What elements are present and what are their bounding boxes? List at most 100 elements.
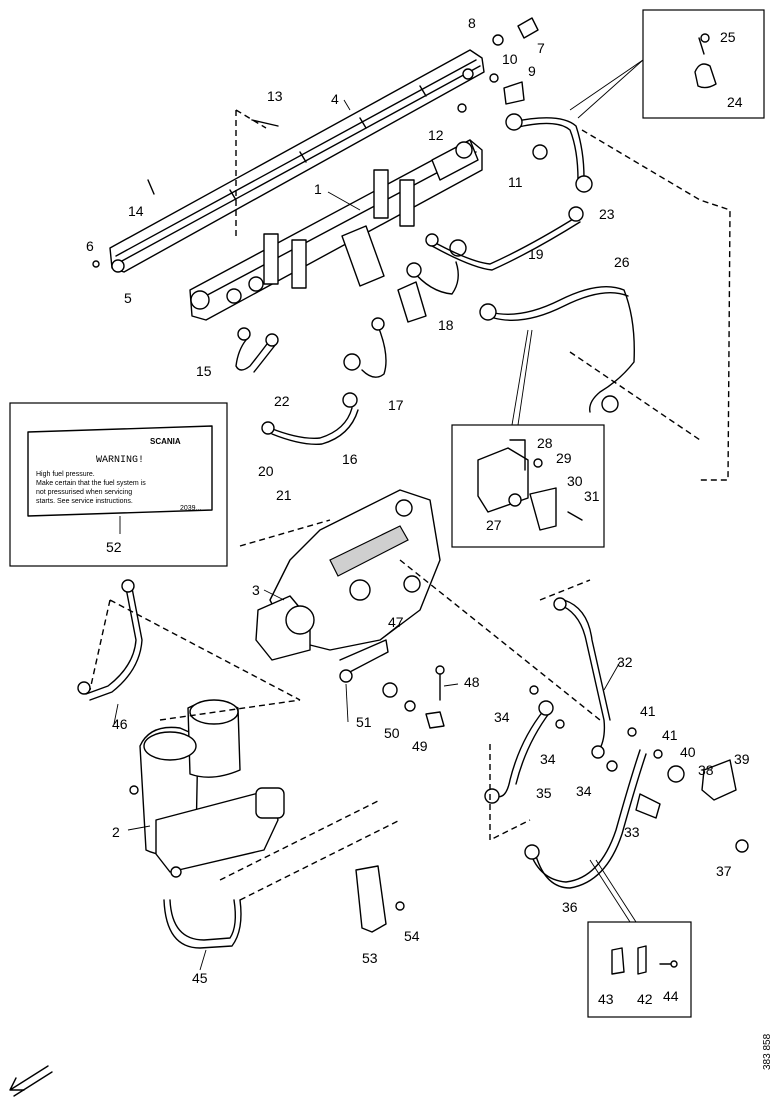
part-label-1: 1 (314, 181, 322, 197)
part-label-20: 20 (258, 463, 274, 479)
part-label-17: 17 (388, 397, 404, 413)
bracket-53 (355, 865, 405, 933)
part-label-11: 11 (508, 174, 523, 190)
part-label-42: 42 (637, 991, 653, 1007)
drawing-code: 383 858 (762, 1033, 773, 1070)
part-label-22: 22 (274, 393, 290, 409)
pipe-15 (235, 327, 279, 373)
stud-14 (147, 179, 155, 195)
inset-box-24-25 (569, 9, 765, 119)
part-label-45: 45 (192, 970, 208, 986)
part-label-36: 36 (562, 899, 578, 915)
part-label-52: 52 (106, 539, 122, 555)
manifold-pipe (189, 139, 483, 321)
part-label-18: 18 (438, 317, 454, 333)
part-label-34: 34 (494, 709, 510, 725)
part-label-43: 43 (598, 991, 614, 1007)
part-label-25: 25 (720, 29, 736, 45)
part-label-12: 12 (428, 127, 444, 143)
part-label-50: 50 (384, 725, 400, 741)
pipe-26 (479, 285, 635, 413)
part-label-40: 40 (680, 744, 696, 760)
part-label-53: 53 (362, 950, 378, 966)
pipe-45 (163, 899, 242, 949)
part-label-15: 15 (196, 363, 212, 379)
high-pressure-pump (255, 489, 441, 683)
part-label-10: 10 (502, 51, 518, 67)
part-labels: 1 2 3 4 5 6 7 8 9 10 11 12 13 14 15 16 1… (86, 15, 773, 1070)
warning-line-1: High fuel pressure. (36, 471, 95, 478)
bracket-dash-13 (235, 109, 267, 240)
part-label-5: 5 (124, 290, 132, 306)
hose-46 (77, 579, 143, 701)
part-label-24: 24 (727, 94, 743, 110)
pipe-19 (425, 206, 584, 271)
part-label-34c: 34 (576, 783, 592, 799)
part-label-47: 47 (388, 614, 404, 630)
mounting-hardware (382, 665, 445, 729)
part-label-35: 35 (536, 785, 552, 801)
part-label-41b: 41 (662, 727, 678, 743)
pipe-17 (343, 317, 387, 378)
part-label-16: 16 (342, 451, 358, 467)
part-label-26: 26 (614, 254, 630, 270)
part-label-2: 2 (112, 824, 120, 840)
fittings-7-12 (457, 17, 539, 113)
fuel-filter (129, 699, 285, 878)
pipe-23 (505, 113, 593, 193)
part-label-46: 46 (112, 716, 128, 732)
part-label-33: 33 (624, 824, 640, 840)
part-label-32: 32 (617, 654, 633, 670)
part-label-8: 8 (468, 15, 476, 31)
warning-label-box: SCANIA WARNING! High fuel pressure. Make… (9, 402, 228, 567)
warning-line-2: Make certain that the fuel system is (36, 480, 146, 487)
fittings-33-41 (529, 685, 749, 853)
bolt-13 (251, 119, 279, 127)
part-label-34b: 34 (540, 751, 556, 767)
inset-box-27-31 (451, 329, 605, 548)
part-label-39: 39 (734, 751, 750, 767)
part-label-7: 7 (537, 40, 545, 56)
part-label-19: 19 (528, 246, 544, 262)
part-label-37: 37 (716, 863, 732, 879)
pipe-32 (553, 597, 611, 759)
part-label-54: 54 (404, 928, 420, 944)
dash-3 (239, 519, 331, 547)
warning-code: 2039... (180, 505, 201, 512)
part-label-51: 51 (356, 714, 372, 730)
dash-lower-right (489, 579, 591, 842)
part-label-14: 14 (128, 203, 144, 219)
part-label-44: 44 (663, 988, 679, 1004)
pipe-16 (261, 392, 359, 445)
part-label-21: 21 (276, 487, 292, 503)
fuel-rail (92, 49, 485, 273)
warning-heading: WARNING! (96, 455, 144, 466)
return-dash (581, 129, 731, 481)
part-label-41: 41 (640, 703, 656, 719)
part-label-28: 28 (537, 435, 553, 451)
pipe-36 (524, 749, 647, 889)
dash-pump-right (399, 559, 601, 721)
part-label-23: 23 (599, 206, 615, 222)
part-label-30: 30 (567, 473, 583, 489)
part-label-48: 48 (464, 674, 480, 690)
filter-dash (89, 599, 401, 901)
part-label-38: 38 (698, 762, 714, 778)
part-label-4: 4 (331, 91, 339, 107)
part-label-9: 9 (528, 63, 536, 79)
dash-26 (569, 351, 701, 441)
part-label-29: 29 (556, 450, 572, 466)
pipe-35 (484, 700, 554, 804)
part-label-49: 49 (412, 738, 428, 754)
inset-box-42-44 (587, 859, 692, 1018)
part-label-13: 13 (267, 88, 283, 104)
warning-line-4: starts. See service instructions. (36, 498, 133, 505)
part-label-6: 6 (86, 238, 94, 254)
warning-line-3: not pressurised when servicing (36, 489, 132, 496)
leader-lines (113, 99, 621, 971)
warning-brand: SCANIA (150, 437, 181, 446)
part-label-27: 27 (486, 517, 502, 533)
direction-arrow-icon (9, 1065, 53, 1097)
part-label-31: 31 (584, 488, 600, 504)
